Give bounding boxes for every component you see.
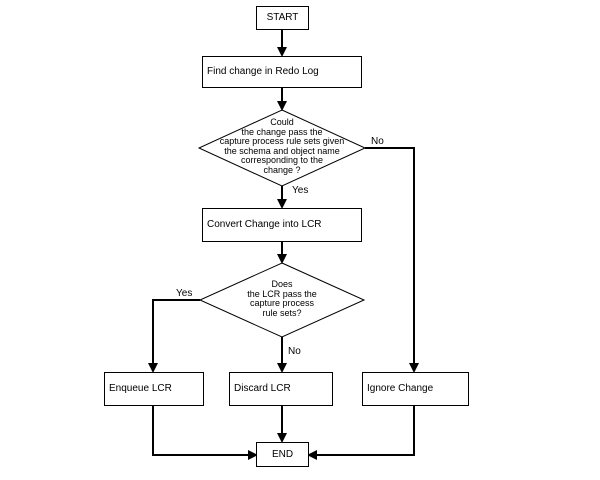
arrow-decision-no-to-ignore <box>365 147 419 373</box>
convert-change-step: Convert Change into LCR <box>202 208 362 242</box>
arrow-enqueue-to-end <box>152 406 258 460</box>
label-lcr-yes: Yes <box>176 288 193 299</box>
label-lcr-no: No <box>288 346 301 357</box>
ignore-change-step: Ignore Change <box>362 372 469 406</box>
discard-lcr-step: Discard LCR <box>229 372 333 406</box>
decision-lcr-text: Does the LCR pass the capture process ru… <box>247 279 317 318</box>
arrow-ignore-to-end <box>307 406 415 460</box>
end-node: END <box>256 442 309 467</box>
start-node: START <box>256 6 309 30</box>
enqueue-lcr-step: Enqueue LCR <box>104 372 204 406</box>
label-rules-yes: Yes <box>292 185 309 196</box>
decision-rule-sets-text: Could the change pass the capture proces… <box>219 117 345 175</box>
arrow-lcr-yes-to-enqueue <box>148 299 200 373</box>
find-change-step: Find change in Redo Log <box>202 56 362 88</box>
label-rules-no: No <box>371 136 384 147</box>
